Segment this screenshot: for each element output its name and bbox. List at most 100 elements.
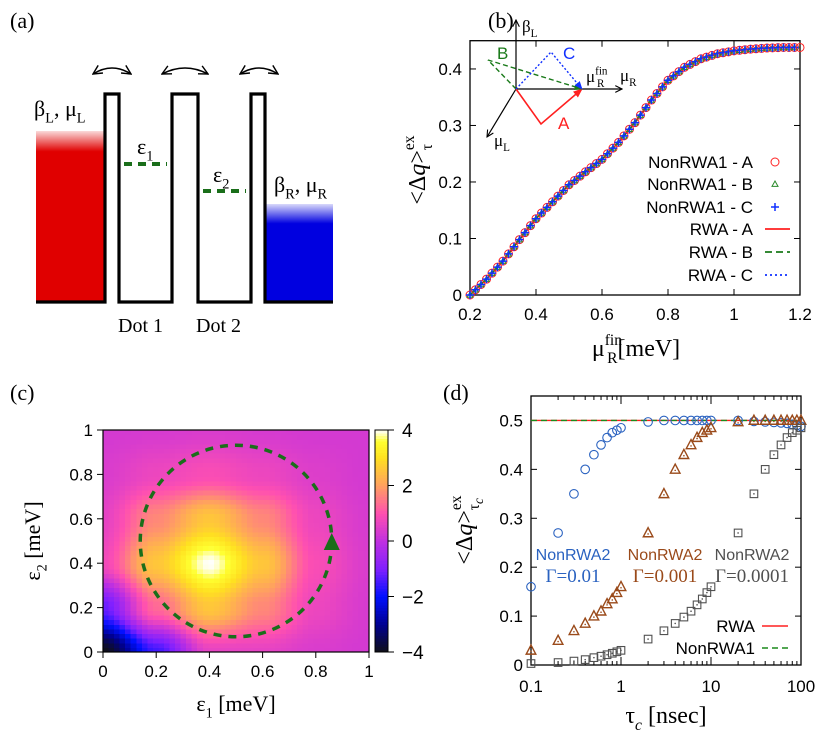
heatmap-cell bbox=[296, 527, 304, 533]
heatmap-cell bbox=[357, 587, 365, 593]
heatmap-cell bbox=[258, 485, 265, 491]
heatmap-cell bbox=[141, 610, 148, 616]
colorbar-cell bbox=[375, 613, 388, 617]
heatmap-cell bbox=[163, 527, 171, 533]
heatmap-cell bbox=[103, 564, 110, 570]
heatmap-cell bbox=[341, 453, 348, 459]
heatmap-cell bbox=[208, 522, 215, 528]
heatmap-cell bbox=[280, 434, 287, 440]
heatmap-cell bbox=[163, 610, 171, 616]
heatmap-cell bbox=[219, 624, 226, 630]
heatmap-cell bbox=[230, 462, 237, 468]
heatmap-cell bbox=[169, 601, 176, 607]
heatmap-cell bbox=[213, 490, 220, 496]
heatmap-cell bbox=[258, 550, 265, 556]
heatmap-cell bbox=[241, 499, 248, 505]
heatmap-cell bbox=[296, 587, 304, 593]
heatmap-cell bbox=[346, 587, 353, 593]
heatmap-cell bbox=[208, 587, 215, 593]
heatmap-cell bbox=[147, 508, 154, 514]
heatmap-cell bbox=[241, 517, 248, 524]
x-axis-label-part: [nsec] bbox=[642, 703, 707, 729]
heatmap-cell bbox=[213, 642, 220, 648]
heatmap-cell bbox=[158, 485, 165, 491]
heatmap-cell bbox=[319, 554, 326, 561]
heatmap-cell bbox=[197, 471, 204, 477]
heatmap-cell bbox=[341, 578, 348, 584]
heatmap-cell bbox=[363, 494, 370, 500]
heatmap-cell bbox=[352, 559, 359, 565]
heatmap-cell bbox=[274, 615, 281, 621]
heatmap-cell bbox=[313, 467, 320, 473]
heatmap-cell bbox=[296, 642, 304, 648]
marker-triangle-point-dot bbox=[600, 611, 602, 613]
heatmap-cell bbox=[208, 601, 215, 607]
heatmap-cell bbox=[357, 536, 365, 542]
heatmap-cell bbox=[285, 587, 293, 593]
marker-nonrwa1-a bbox=[795, 42, 805, 52]
heatmap-cell bbox=[202, 591, 209, 598]
heatmap-cell bbox=[152, 527, 160, 533]
heatmap-cell bbox=[141, 471, 148, 477]
heatmap-cell bbox=[186, 628, 193, 635]
heatmap-cell bbox=[236, 605, 243, 611]
heatmap-cell bbox=[108, 545, 115, 551]
heatmap-cell bbox=[319, 531, 326, 537]
heatmap-cell bbox=[357, 430, 365, 436]
heatmap-cell bbox=[141, 536, 148, 542]
heatmap-cell bbox=[152, 453, 160, 459]
heatmap-cell bbox=[180, 494, 187, 500]
heatmap-cell bbox=[230, 564, 237, 570]
heatmap-cell bbox=[357, 434, 365, 440]
heatmap-cell bbox=[302, 610, 309, 616]
colorbar-cell bbox=[375, 560, 388, 564]
heatmap-cell bbox=[330, 471, 337, 477]
marker-nonrwa1-c bbox=[570, 176, 579, 185]
marker-square-point bbox=[749, 489, 759, 499]
heatmap-cell bbox=[119, 439, 126, 445]
heatmap-cell bbox=[296, 633, 304, 639]
heatmap-cell bbox=[108, 615, 115, 621]
heatmap-cell bbox=[319, 610, 326, 616]
heatmap-cell bbox=[252, 587, 259, 593]
marker-circle-point bbox=[643, 417, 653, 427]
heatmap-cell bbox=[263, 467, 270, 473]
heatmap-cell bbox=[125, 494, 132, 500]
heatmap-cell bbox=[130, 471, 137, 477]
heatmap-cell bbox=[175, 591, 182, 598]
colorbar-cell bbox=[375, 496, 388, 500]
heatmap-cell bbox=[114, 642, 121, 648]
heatmap-cell bbox=[224, 453, 232, 459]
colorbar-cell bbox=[375, 585, 388, 589]
colorbar-cell bbox=[375, 479, 388, 484]
heatmap-cell bbox=[141, 568, 148, 574]
heatmap-cell bbox=[280, 517, 287, 524]
heatmap-cell bbox=[208, 559, 215, 565]
marker-circle-point bbox=[749, 416, 759, 427]
heatmap-cell bbox=[236, 615, 243, 621]
heatmap-cell bbox=[213, 619, 220, 625]
heatmap-cell bbox=[324, 485, 331, 491]
heatmap-cell bbox=[152, 605, 160, 611]
heatmap-cell bbox=[319, 480, 326, 487]
heatmap-cell bbox=[324, 527, 331, 533]
heatmap-cell bbox=[230, 587, 237, 593]
y-axis-label-part: ex bbox=[401, 135, 418, 150]
heatmap-cell bbox=[130, 615, 137, 621]
heatmap-cell bbox=[175, 647, 182, 653]
heatmap-cell bbox=[152, 573, 160, 579]
heatmap-cell bbox=[247, 615, 254, 621]
heatmap-cell bbox=[291, 476, 298, 482]
heatmap-cell bbox=[341, 615, 348, 621]
heatmap-cell bbox=[175, 610, 182, 616]
heatmap-cell bbox=[247, 550, 254, 556]
heatmap-cell bbox=[219, 480, 226, 487]
heatmap-cell bbox=[252, 434, 259, 440]
marker-circle-point bbox=[569, 488, 579, 499]
heatmap-cell bbox=[363, 508, 370, 514]
heatmap-cell bbox=[274, 591, 281, 598]
heatmap-cell bbox=[236, 531, 243, 537]
heatmap-cell bbox=[169, 480, 176, 487]
heatmap-cell bbox=[258, 559, 265, 565]
